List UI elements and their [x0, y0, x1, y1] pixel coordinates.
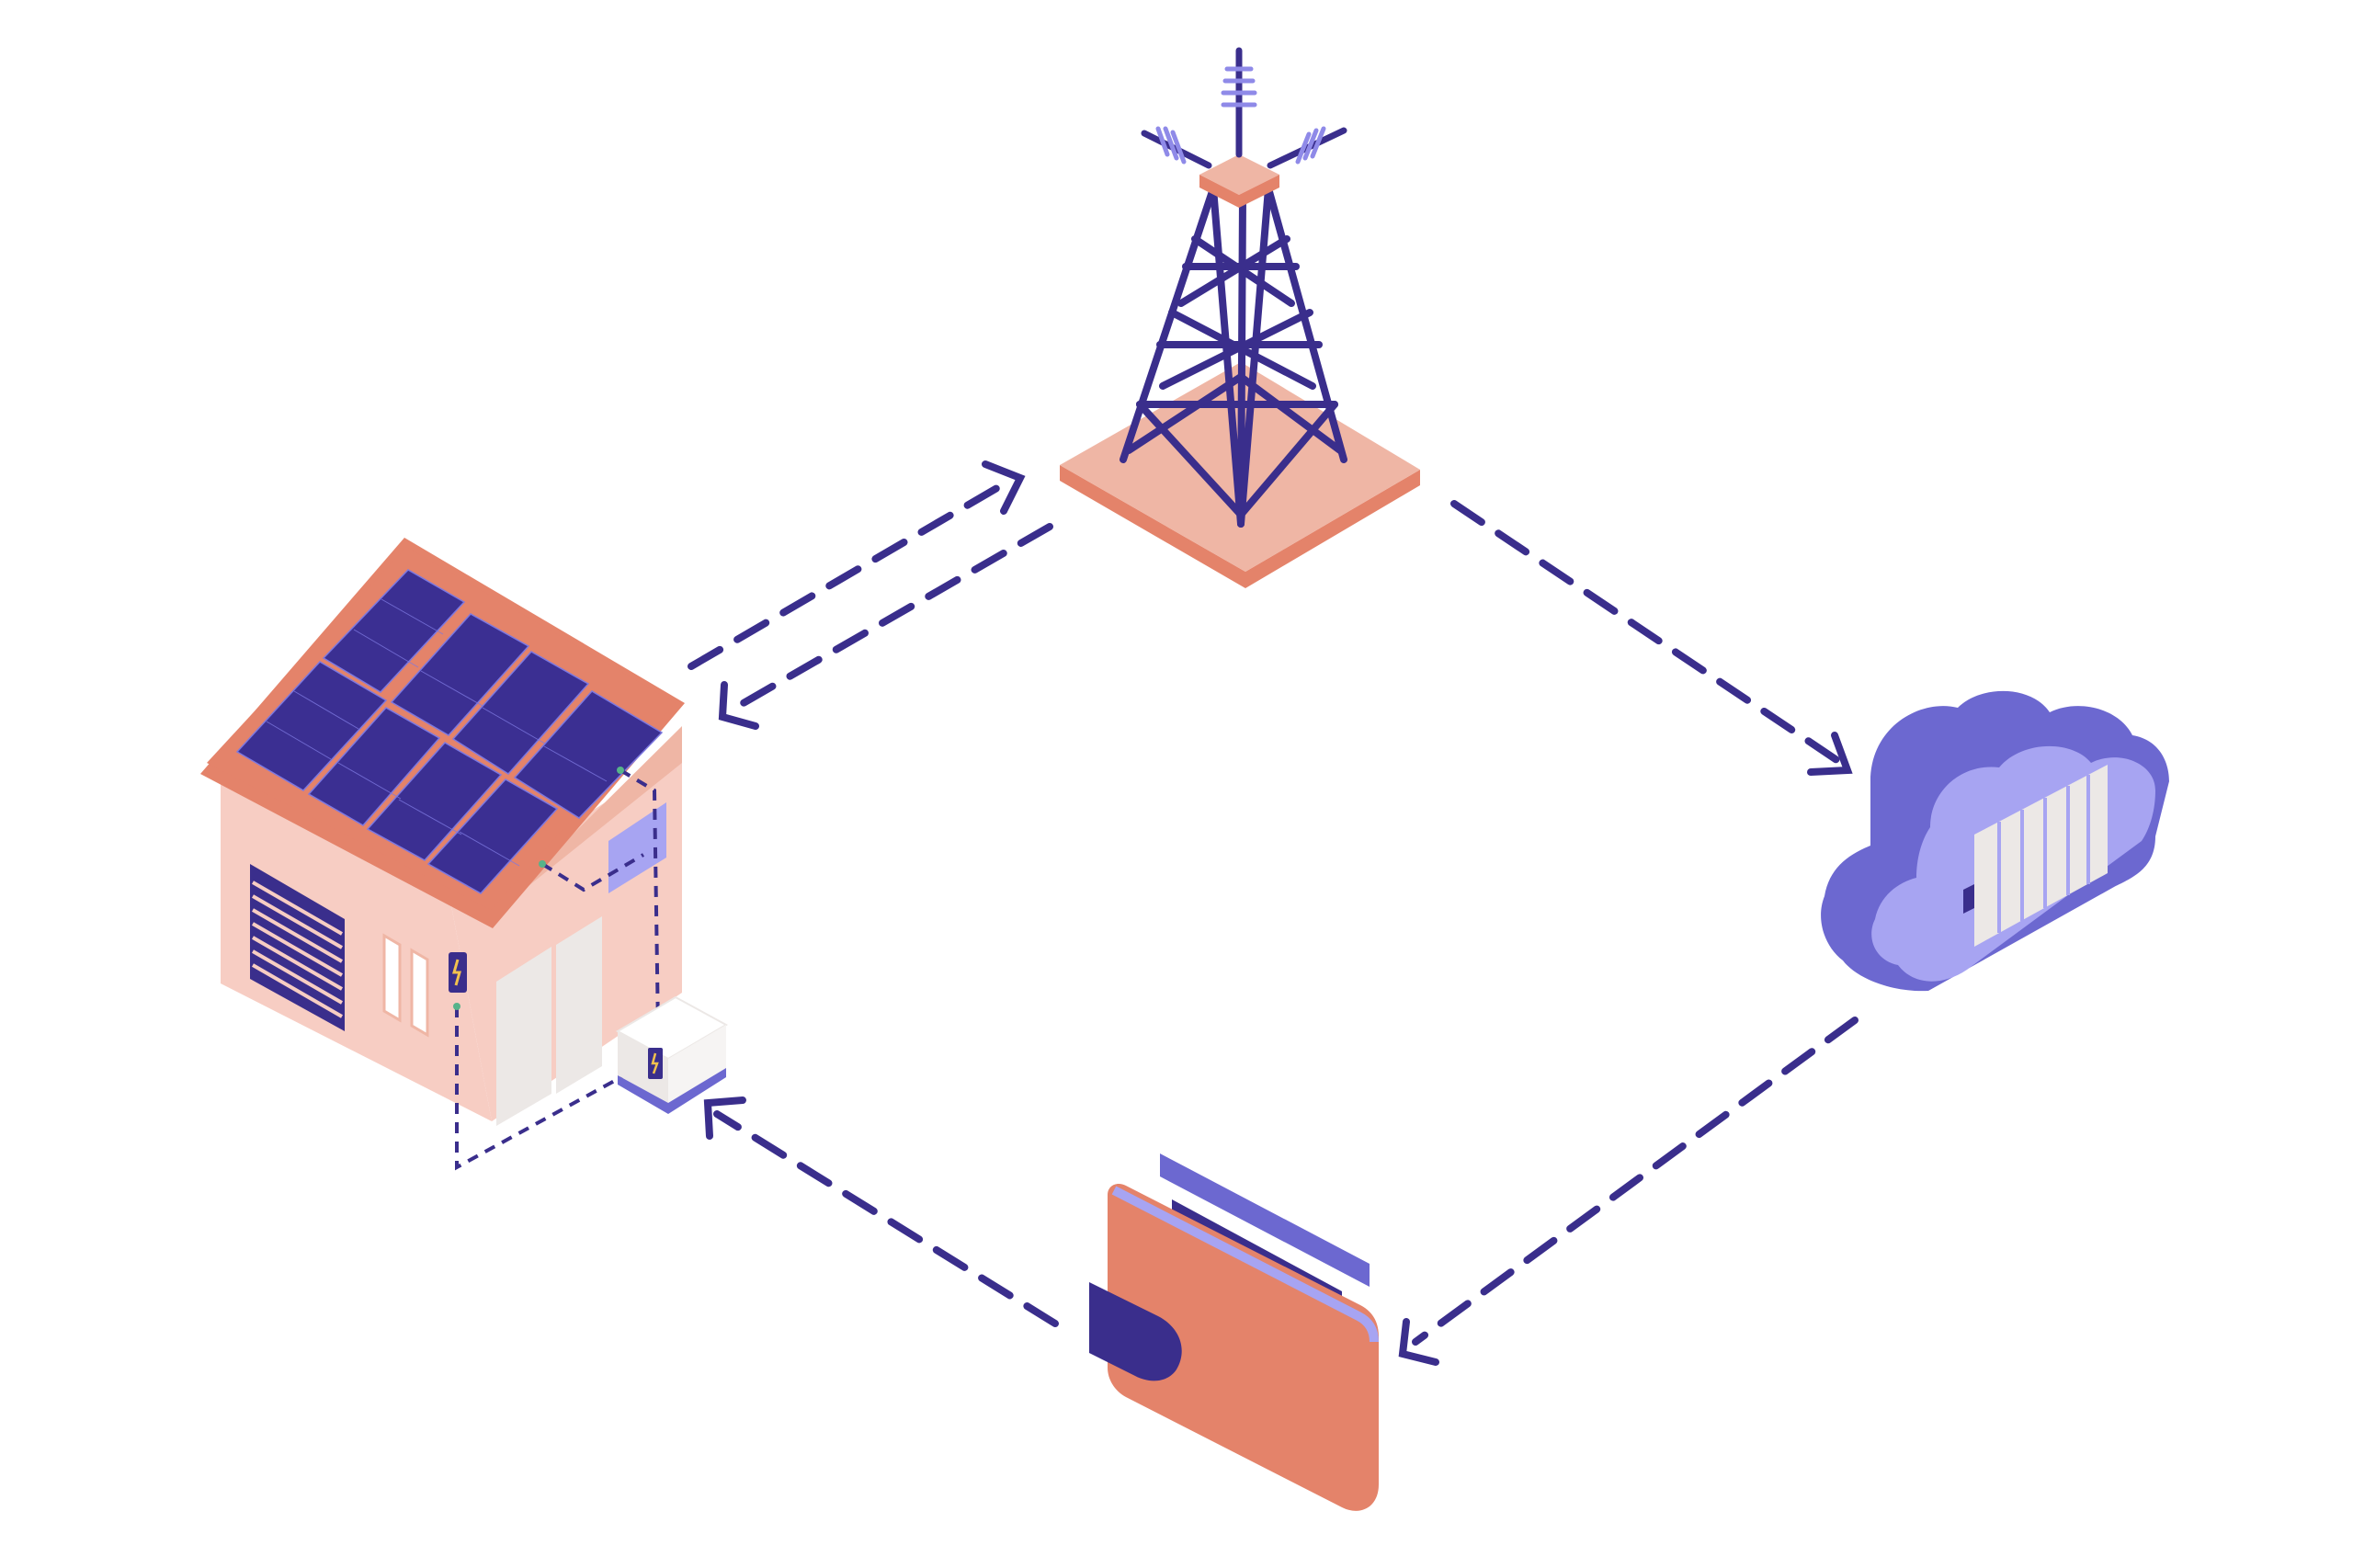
wallet-body [1108, 1184, 1379, 1511]
arrow-wallet-to-house [713, 1110, 1059, 1327]
wallet-back-cover [1160, 1153, 1370, 1287]
wallet-flap-edge [1111, 1186, 1379, 1343]
tower-base-side [1060, 465, 1420, 588]
battery-terminal [1963, 884, 1974, 914]
arrow-grid-to-house-head [718, 681, 759, 730]
wallet-icon [1089, 1153, 1379, 1511]
arrow-grid-to-cloud [1450, 500, 1842, 765]
arrow-grid-to-cloud-head [1807, 732, 1853, 776]
inverter-box [608, 802, 666, 893]
arrow-cloud-to-wallet [1412, 1017, 1859, 1346]
house-with-solar-roof-icon [200, 538, 729, 1171]
arrow-house-to-grid [688, 479, 1010, 670]
solar-panels [235, 569, 664, 894]
battery-body [1974, 765, 2108, 947]
arrow-house-to-grid-head [982, 460, 1026, 515]
flow-arrows [688, 460, 1859, 1366]
home-battery-unit [615, 995, 729, 1114]
arrow-cloud-to-wallet-head [1398, 1318, 1439, 1366]
cloud-battery-icon [1821, 690, 2169, 992]
arrow-grid-to-house [732, 523, 1053, 711]
arrow-wallet-to-house-head [703, 1096, 746, 1140]
wallet-clasp [1089, 1282, 1182, 1381]
transmission-tower-icon [1060, 47, 1420, 588]
